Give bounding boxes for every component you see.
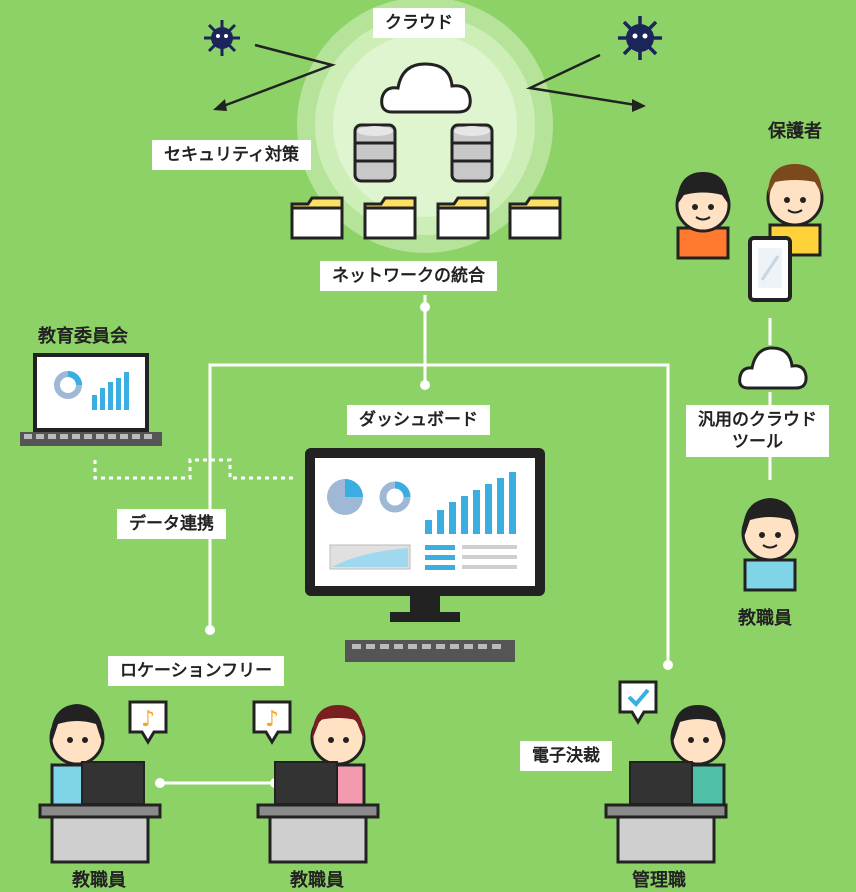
check-bubble-icon: [618, 680, 658, 725]
arrow-head: [213, 99, 227, 111]
data-link-label: データ連携: [117, 509, 226, 539]
general-cloud-tool-label: 汎用のクラウド ツール: [686, 405, 829, 457]
folder-icon: [290, 196, 344, 240]
location-free-label: ロケーションフリー: [108, 656, 285, 686]
cloud-label: クラウド: [373, 8, 465, 38]
arrow-head: [632, 99, 646, 112]
person-staff-1: [38, 704, 162, 864]
folder-icon: [436, 196, 490, 240]
dashboard-monitor: [305, 448, 545, 662]
security-label: セキュリティ対策: [152, 140, 311, 170]
e-approval-label: 電子決裁: [520, 741, 612, 771]
svg-text:♪: ♪: [141, 707, 155, 732]
virus-icon: [204, 20, 240, 56]
laptop-icon: [20, 353, 162, 446]
person-guardian-female: [675, 172, 731, 260]
music-bubble-icon: ♪: [252, 700, 292, 745]
folder-icon: [508, 196, 562, 240]
svg-text:♪: ♪: [265, 707, 279, 732]
education-board-label: 教育委員会: [38, 326, 128, 347]
person-staff-2: [256, 705, 380, 864]
staff-left-2-label: 教職員: [290, 870, 344, 891]
blocked-arrow: [217, 43, 643, 110]
tablet-icon: [748, 236, 792, 302]
database-icon: [450, 123, 494, 183]
cloud-icon: [380, 62, 472, 114]
general-cloud-tool-line-1: 汎用のクラウド: [698, 410, 817, 430]
staff-left-1-label: 教職員: [72, 870, 126, 891]
virus-icon: [618, 16, 662, 60]
person-staff-right: [741, 498, 799, 592]
guardians-label: 保護者: [768, 121, 822, 142]
folder-icon: [363, 196, 417, 240]
management-label: 管理職: [632, 870, 686, 891]
staff-right-label: 教職員: [738, 608, 792, 629]
cloud-icon: [738, 346, 808, 390]
general-cloud-tool-line-2: ツール: [732, 432, 783, 452]
dashboard-label: ダッシュボード: [347, 405, 490, 435]
network-integration-label: ネットワークの統合: [320, 261, 497, 291]
person-management: [604, 705, 728, 864]
music-bubble-icon: ♪: [128, 700, 168, 745]
database-icon: [353, 123, 397, 183]
